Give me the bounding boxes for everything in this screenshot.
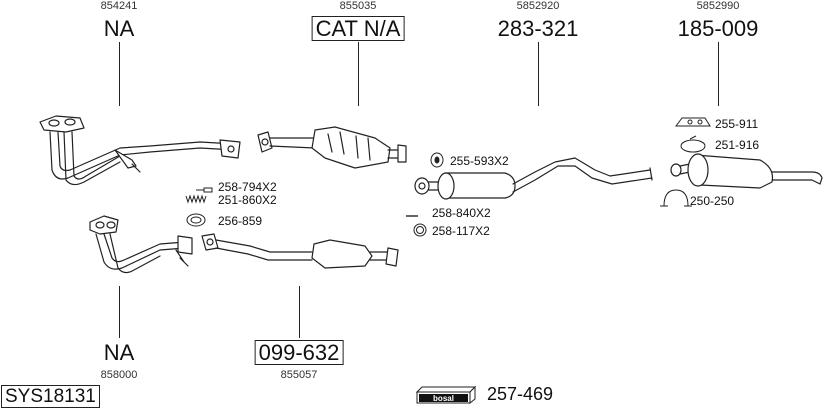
seal-ring-icon: [413, 223, 427, 237]
front-pipe-upper-drawing: [39, 115, 241, 186]
u-clamp-icon: [660, 189, 692, 207]
catalytic-converter-lower-drawing: [201, 233, 399, 269]
oe-number-cat-upper: 855035: [339, 0, 377, 12]
part-number-cat-upper[interactable]: CAT N/A: [311, 16, 405, 41]
part-number-cat-lower[interactable]: 099-632: [254, 340, 344, 365]
accessory-255-911[interactable]: 255-911: [715, 117, 759, 131]
system-code: SYS18131: [1, 385, 100, 408]
accessory-256-859[interactable]: 256-859: [218, 214, 263, 228]
middle-silencer-drawing: [414, 157, 653, 200]
bosal-box-part-number[interactable]: 257-469: [487, 384, 554, 404]
accessory-250-250[interactable]: 250-250: [690, 194, 735, 208]
bolt-icon: [196, 187, 213, 193]
accessory-258-840[interactable]: 258-840X2: [432, 206, 491, 220]
catalytic-converter-upper-drawing: [257, 126, 407, 169]
accessory-255-593[interactable]: 255-593X2: [450, 154, 509, 168]
oe-number-middle-silencer: 5852920: [516, 0, 560, 12]
part-number-front-pipe-lower[interactable]: NA: [103, 340, 135, 365]
hanger-bracket-icon: [675, 117, 711, 127]
accessory-251-916[interactable]: 251-916: [715, 138, 760, 152]
clamp-icon: [680, 139, 706, 153]
oe-number-front-pipe-lower: 858000: [100, 369, 138, 381]
bosal-logo-text: bosal: [433, 394, 454, 403]
part-number-middle-silencer[interactable]: 283-321: [497, 16, 579, 41]
part-number-rear-silencer[interactable]: 185-009: [677, 16, 759, 41]
bosal-box-icon: bosal: [416, 386, 476, 404]
front-pipe-lower-drawing: [89, 215, 193, 274]
accessory-251-860[interactable]: 251-860X2: [218, 193, 277, 207]
gasket-ring-icon: [186, 213, 206, 227]
oe-number-cat-lower: 855057: [280, 369, 318, 381]
rear-silencer-drawing: [670, 153, 823, 189]
rubber-mount-icon: [430, 152, 444, 168]
part-number-front-pipe-upper[interactable]: NA: [103, 16, 135, 41]
accessory-258-117[interactable]: 258-117X2: [432, 224, 490, 238]
oe-number-rear-silencer: 5852990: [696, 0, 740, 12]
spring-icon: [185, 194, 207, 204]
oe-number-front-pipe-upper: 854241: [100, 0, 138, 12]
accessory-258-794[interactable]: 258-794X2: [218, 180, 277, 194]
